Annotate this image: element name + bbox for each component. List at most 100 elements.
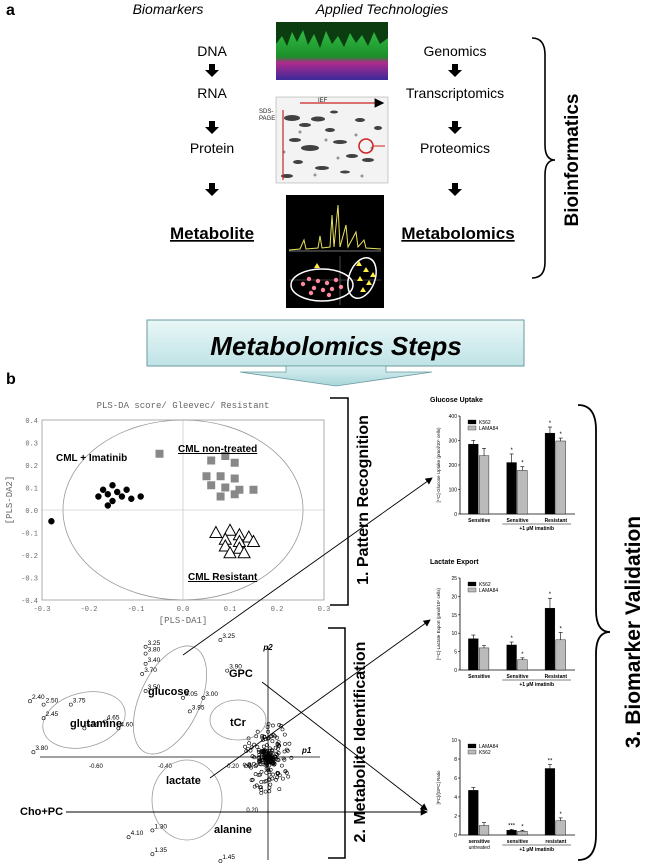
plsda-xtick-label: -0.3 <box>34 606 51 614</box>
loading-point <box>268 759 273 764</box>
loading-point <box>264 760 269 765</box>
loading-label: 3.80 <box>148 647 161 654</box>
resistant-point <box>223 523 237 536</box>
nontreated-point <box>221 483 230 492</box>
proteomics-gel-image: IEF SDS- PAGE <box>259 96 389 184</box>
loading-point <box>254 763 259 768</box>
imatinib-point <box>109 482 116 489</box>
bar-group-note: +1 µM imatinib <box>519 847 554 853</box>
loading-label: 1.35 <box>154 847 167 854</box>
loading-point <box>280 776 285 781</box>
loading-point <box>264 779 268 784</box>
loading-point <box>282 757 287 762</box>
loading-point <box>269 753 274 758</box>
loading-point <box>262 753 267 757</box>
down-arrow-icon <box>205 64 219 77</box>
loading-point <box>257 752 262 757</box>
panel-b: b PLS-DA score/ Gleevec/ Resistant 0.40.… <box>5 371 645 863</box>
bar-chart-title: Lactate Export <box>430 559 479 566</box>
down-arrow-icon <box>205 121 219 134</box>
bar-ylabel: [PC]/[GPC] Ratio <box>436 770 441 805</box>
loading-point <box>261 744 266 749</box>
legend-label: LAMA84 <box>479 426 498 432</box>
loading-point <box>259 762 264 767</box>
loading-point <box>255 729 260 734</box>
imatinib-point <box>95 493 102 500</box>
loading-label: 3.80 <box>35 745 48 752</box>
loading-label: 3.90 <box>229 664 242 671</box>
bar-ytick-label: 10 <box>451 631 457 637</box>
loading-label: 3.25 <box>222 633 235 640</box>
loading-label: 3.05 <box>185 691 198 698</box>
loading-point <box>271 772 275 777</box>
bar-ytick-label: 20 <box>451 594 457 600</box>
imatinib-point <box>118 493 126 500</box>
plsda-ytick-label: 0.0 <box>25 508 38 516</box>
loading-point <box>282 749 287 754</box>
loading-point <box>140 672 145 676</box>
loading-xtick: -0.20 <box>225 764 239 770</box>
plsda-ylabel: [PLS-DA2] <box>5 476 15 525</box>
genomics-image <box>276 22 388 80</box>
loading-label: 2.45 <box>46 711 59 718</box>
loading-point <box>274 735 279 740</box>
bar <box>544 768 556 836</box>
legend-label: LAMA84 <box>479 744 498 750</box>
significance-star: *** <box>508 823 516 829</box>
bar <box>544 607 556 671</box>
significance-star: * <box>510 448 513 454</box>
bar-ytick-label: 15 <box>451 613 457 619</box>
plsda-points <box>48 449 261 559</box>
bar <box>468 443 479 515</box>
nontreated-point <box>235 485 244 494</box>
loading-ytick: 0.20 <box>246 808 258 814</box>
bar-ytick-label: 25 <box>451 576 457 582</box>
bar <box>506 644 517 671</box>
nontreated-point <box>207 456 216 465</box>
metabolite-tcr: tCr <box>230 717 247 729</box>
loading-point <box>275 742 280 747</box>
loading-label: 4.65 <box>107 715 120 722</box>
arrow-glucose-to-uptake <box>182 477 433 656</box>
bar <box>517 470 528 515</box>
step-3-label: 3. Biomarker Validation <box>622 516 645 748</box>
bioinformatics-label: Bioinformatics <box>562 93 583 226</box>
nontreated-point <box>207 481 216 490</box>
pattern-recognition-bracket <box>330 397 349 606</box>
biomarker-protein: Protein <box>190 140 234 156</box>
resistant-point <box>246 534 261 547</box>
legend-swatch <box>467 749 477 755</box>
loading-xtick: -0.40 <box>158 764 172 770</box>
nontreated-point <box>230 490 239 499</box>
biomarker-rna: RNA <box>197 85 227 101</box>
loading-point <box>257 758 262 763</box>
bar-ytick-label: 0 <box>454 668 457 674</box>
loading-point <box>267 770 272 774</box>
loading-label: 1.30 <box>154 823 167 830</box>
loading-point <box>252 784 257 789</box>
imatinib-point <box>99 486 107 493</box>
bar <box>544 432 556 515</box>
loading-point <box>275 775 280 780</box>
imatinib-point <box>48 518 55 525</box>
p1-axis-label: p1 <box>301 746 312 755</box>
loading-point <box>259 780 264 784</box>
bar <box>468 638 479 671</box>
loading-label: 1.45 <box>222 854 235 861</box>
loading-point <box>275 742 280 746</box>
bar-group-note: +1 µM imatinib <box>519 526 554 532</box>
loading-point <box>143 661 148 666</box>
bar-chart-title: Glucose Uptake <box>430 397 483 404</box>
nontreated-point <box>249 485 258 494</box>
plsda-score-plot: PLS-DA score/ Gleevec/ Resistant 0.40.30… <box>5 401 330 626</box>
loading-point <box>41 702 46 707</box>
legend-label: K562 <box>479 750 491 756</box>
loading-point <box>68 702 73 707</box>
loading-point <box>270 776 275 781</box>
bar-category-label: resistant <box>545 839 566 845</box>
loading-point <box>218 859 223 863</box>
plsda-xlabel: [PLS-DA1] <box>159 616 208 626</box>
loading-label: 3.70 <box>144 667 157 674</box>
